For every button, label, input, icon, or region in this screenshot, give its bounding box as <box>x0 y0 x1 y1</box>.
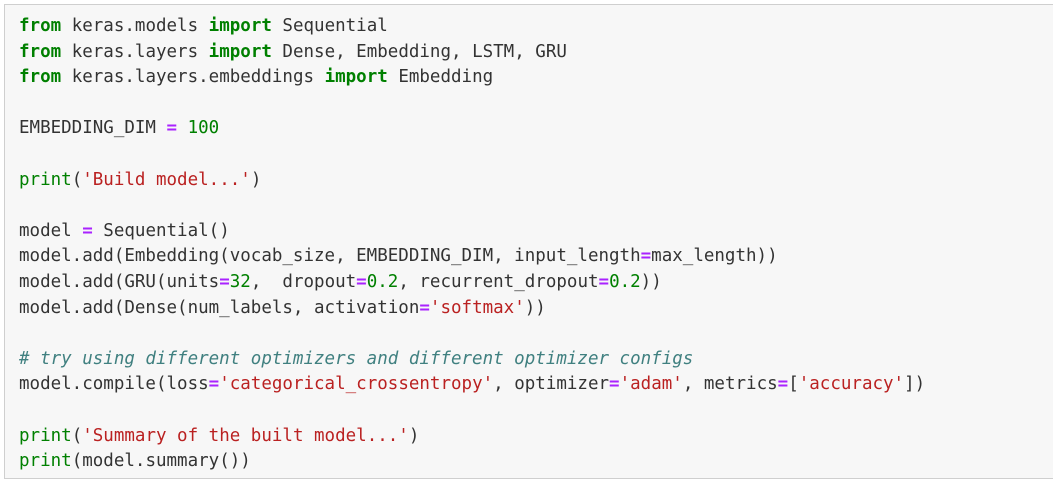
code-text: , recurrent_dropout <box>398 271 599 292</box>
code-text: , dropout <box>250 271 357 292</box>
code-line: from keras.layers.embeddings import Embe… <box>19 65 925 91</box>
number-token: 100 <box>187 118 220 139</box>
code-line <box>19 398 925 424</box>
code-text: Dense, Embedding, LSTM, GRU <box>271 41 567 62</box>
code-text: model <box>19 220 83 241</box>
keyword-token: from <box>19 67 62 88</box>
operator-token: = <box>82 220 93 241</box>
operator-token: = <box>219 271 230 292</box>
code-text: model.compile(loss <box>19 374 209 395</box>
code-line <box>19 193 925 219</box>
string-token: 'accuracy' <box>798 374 905 395</box>
code-text <box>177 118 188 138</box>
code-text: model.add(Embedding(vocab_size, EMBEDDIN… <box>19 246 641 267</box>
code-line: from keras.layers import Dense, Embeddin… <box>19 40 925 66</box>
code-line: model.compile(loss='categorical_crossent… <box>19 372 925 398</box>
code-text: ( <box>71 425 83 446</box>
operator-token: = <box>777 374 789 395</box>
code-text: keras.layers.embeddings <box>61 67 325 88</box>
code-line <box>19 321 925 347</box>
code-line: model.add(Dense(num_labels, activation='… <box>19 296 925 322</box>
string-token: 'Summary of the built model...' <box>82 425 409 446</box>
number-token: 0.2 <box>366 271 399 292</box>
operator-token: = <box>208 374 220 395</box>
code-line <box>19 142 925 168</box>
number-token: 32 <box>229 271 251 292</box>
code-line: from keras.models import Sequential <box>19 14 925 40</box>
code-line: print(model.summary()) <box>19 449 925 475</box>
code-text: , optimizer <box>493 374 610 395</box>
number-token: 0.2 <box>609 271 641 292</box>
code-line: print('Build model...') <box>19 168 925 194</box>
code-text: EMBEDDING_DIM <box>19 118 167 139</box>
comment-token: # try using different optimizers and dif… <box>19 348 694 369</box>
code-text: [ <box>788 374 799 395</box>
code-text: model.add(Dense(num_labels, activation <box>19 297 420 318</box>
code-line: model = Sequential() <box>19 219 925 245</box>
operator-token: = <box>640 246 652 267</box>
code-text: )) <box>524 297 546 318</box>
keyword-token: import <box>208 41 272 62</box>
code-text: ) <box>250 169 262 190</box>
code-text: keras.models <box>61 16 209 36</box>
operator-token: = <box>609 374 620 395</box>
operator-token: = <box>356 271 367 292</box>
keyword-token: import <box>324 67 388 88</box>
string-token: 'Build model...' <box>82 169 251 190</box>
string-token: 'adam' <box>619 374 683 395</box>
string-token: 'categorical_crossentropy' <box>219 374 494 395</box>
keyword-token: import <box>208 16 272 36</box>
code-text: max_length)) <box>651 246 778 267</box>
code-text: ( <box>71 169 83 190</box>
code-text: )) <box>640 271 662 292</box>
code-line: model.add(GRU(units=32, dropout=0.2, rec… <box>19 270 925 296</box>
keyword-token: from <box>19 16 62 36</box>
operator-token: = <box>598 271 610 292</box>
string-token: 'softmax' <box>429 297 525 318</box>
code-text: Sequential() <box>92 220 230 241</box>
code-text: ) <box>408 425 420 446</box>
code-text: Sequential <box>271 16 388 36</box>
builtin-token: print <box>19 169 72 190</box>
builtin-token: print <box>19 425 72 446</box>
keyword-token: from <box>19 41 62 62</box>
operator-token: = <box>166 118 178 139</box>
code-line: model.add(Embedding(vocab_size, EMBEDDIN… <box>19 244 925 270</box>
code-line: EMBEDDING_DIM = 100 <box>19 116 925 142</box>
code-text: ]) <box>904 374 926 395</box>
code-line: print('Summary of the built model...') <box>19 424 925 450</box>
code-line: # try using different optimizers and dif… <box>19 347 925 373</box>
code-text: keras.layers <box>61 41 209 62</box>
code-text: , metrics <box>682 374 778 395</box>
builtin-token: print <box>19 451 72 472</box>
code-text: (model.summary()) <box>71 451 251 472</box>
code-text: Embedding <box>387 67 494 88</box>
code-line <box>19 91 925 117</box>
code-text: model.add(GRU(units <box>19 271 220 292</box>
operator-token: = <box>419 297 430 318</box>
